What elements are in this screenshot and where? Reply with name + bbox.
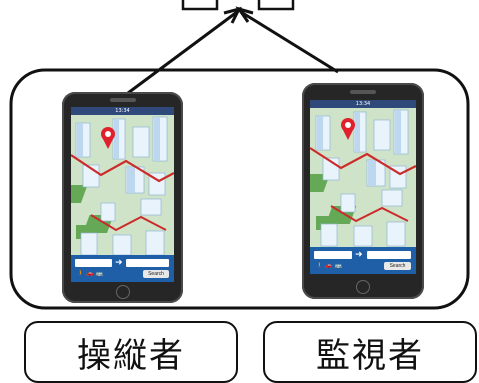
map-pin-icon	[341, 118, 355, 140]
search-button[interactable]: Search	[384, 262, 411, 270]
status-time: 13:34	[115, 108, 130, 114]
search-panel: ➜ 🚶 🚗 🚌 Search	[71, 255, 174, 282]
phone-speaker	[350, 90, 376, 94]
transport-icons[interactable]: 🚶 🚗 🚌	[316, 262, 343, 269]
status-bar: 13:34	[310, 100, 416, 108]
transport-icons[interactable]: 🚶 🚗 🚌	[77, 270, 104, 277]
status-time: 13:34	[355, 101, 371, 107]
route-arrow-icon: ➜	[355, 250, 363, 260]
arrow-head-right	[235, 6, 254, 23]
top-box-left-partial	[181, 0, 219, 11]
monitor-label: 監視者	[263, 321, 477, 383]
home-button[interactable]	[356, 280, 370, 294]
operator-phone: 13:34	[62, 92, 183, 303]
phone-screen: 13:34	[310, 100, 416, 274]
origin-field[interactable]	[314, 251, 352, 259]
operator-label: 操縦者	[24, 321, 238, 383]
city-map[interactable]	[71, 115, 174, 263]
operator-label-text: 操縦者	[77, 335, 185, 376]
home-button[interactable]	[115, 285, 130, 299]
phone-screen: 13:34	[71, 107, 174, 282]
route-arrow-icon: ➜	[115, 258, 123, 268]
phone-speaker	[109, 98, 136, 102]
device-group-frame	[9, 68, 470, 310]
map-pin-icon	[101, 127, 115, 149]
search-panel: ➜ 🚶 🚗 🚌 Search	[310, 247, 416, 274]
destination-field[interactable]	[367, 251, 411, 259]
arrow-right-line	[240, 10, 339, 74]
origin-field[interactable]	[75, 259, 112, 267]
top-box-right-partial	[257, 0, 295, 11]
status-bar: 13:34	[71, 107, 174, 115]
city-map[interactable]	[310, 108, 416, 254]
monitor-phone: 13:34	[302, 83, 424, 299]
destination-field[interactable]	[126, 259, 169, 267]
monitor-label-text: 監視者	[316, 335, 424, 376]
search-button[interactable]: Search	[143, 270, 169, 278]
arrow-left-line	[127, 10, 238, 95]
